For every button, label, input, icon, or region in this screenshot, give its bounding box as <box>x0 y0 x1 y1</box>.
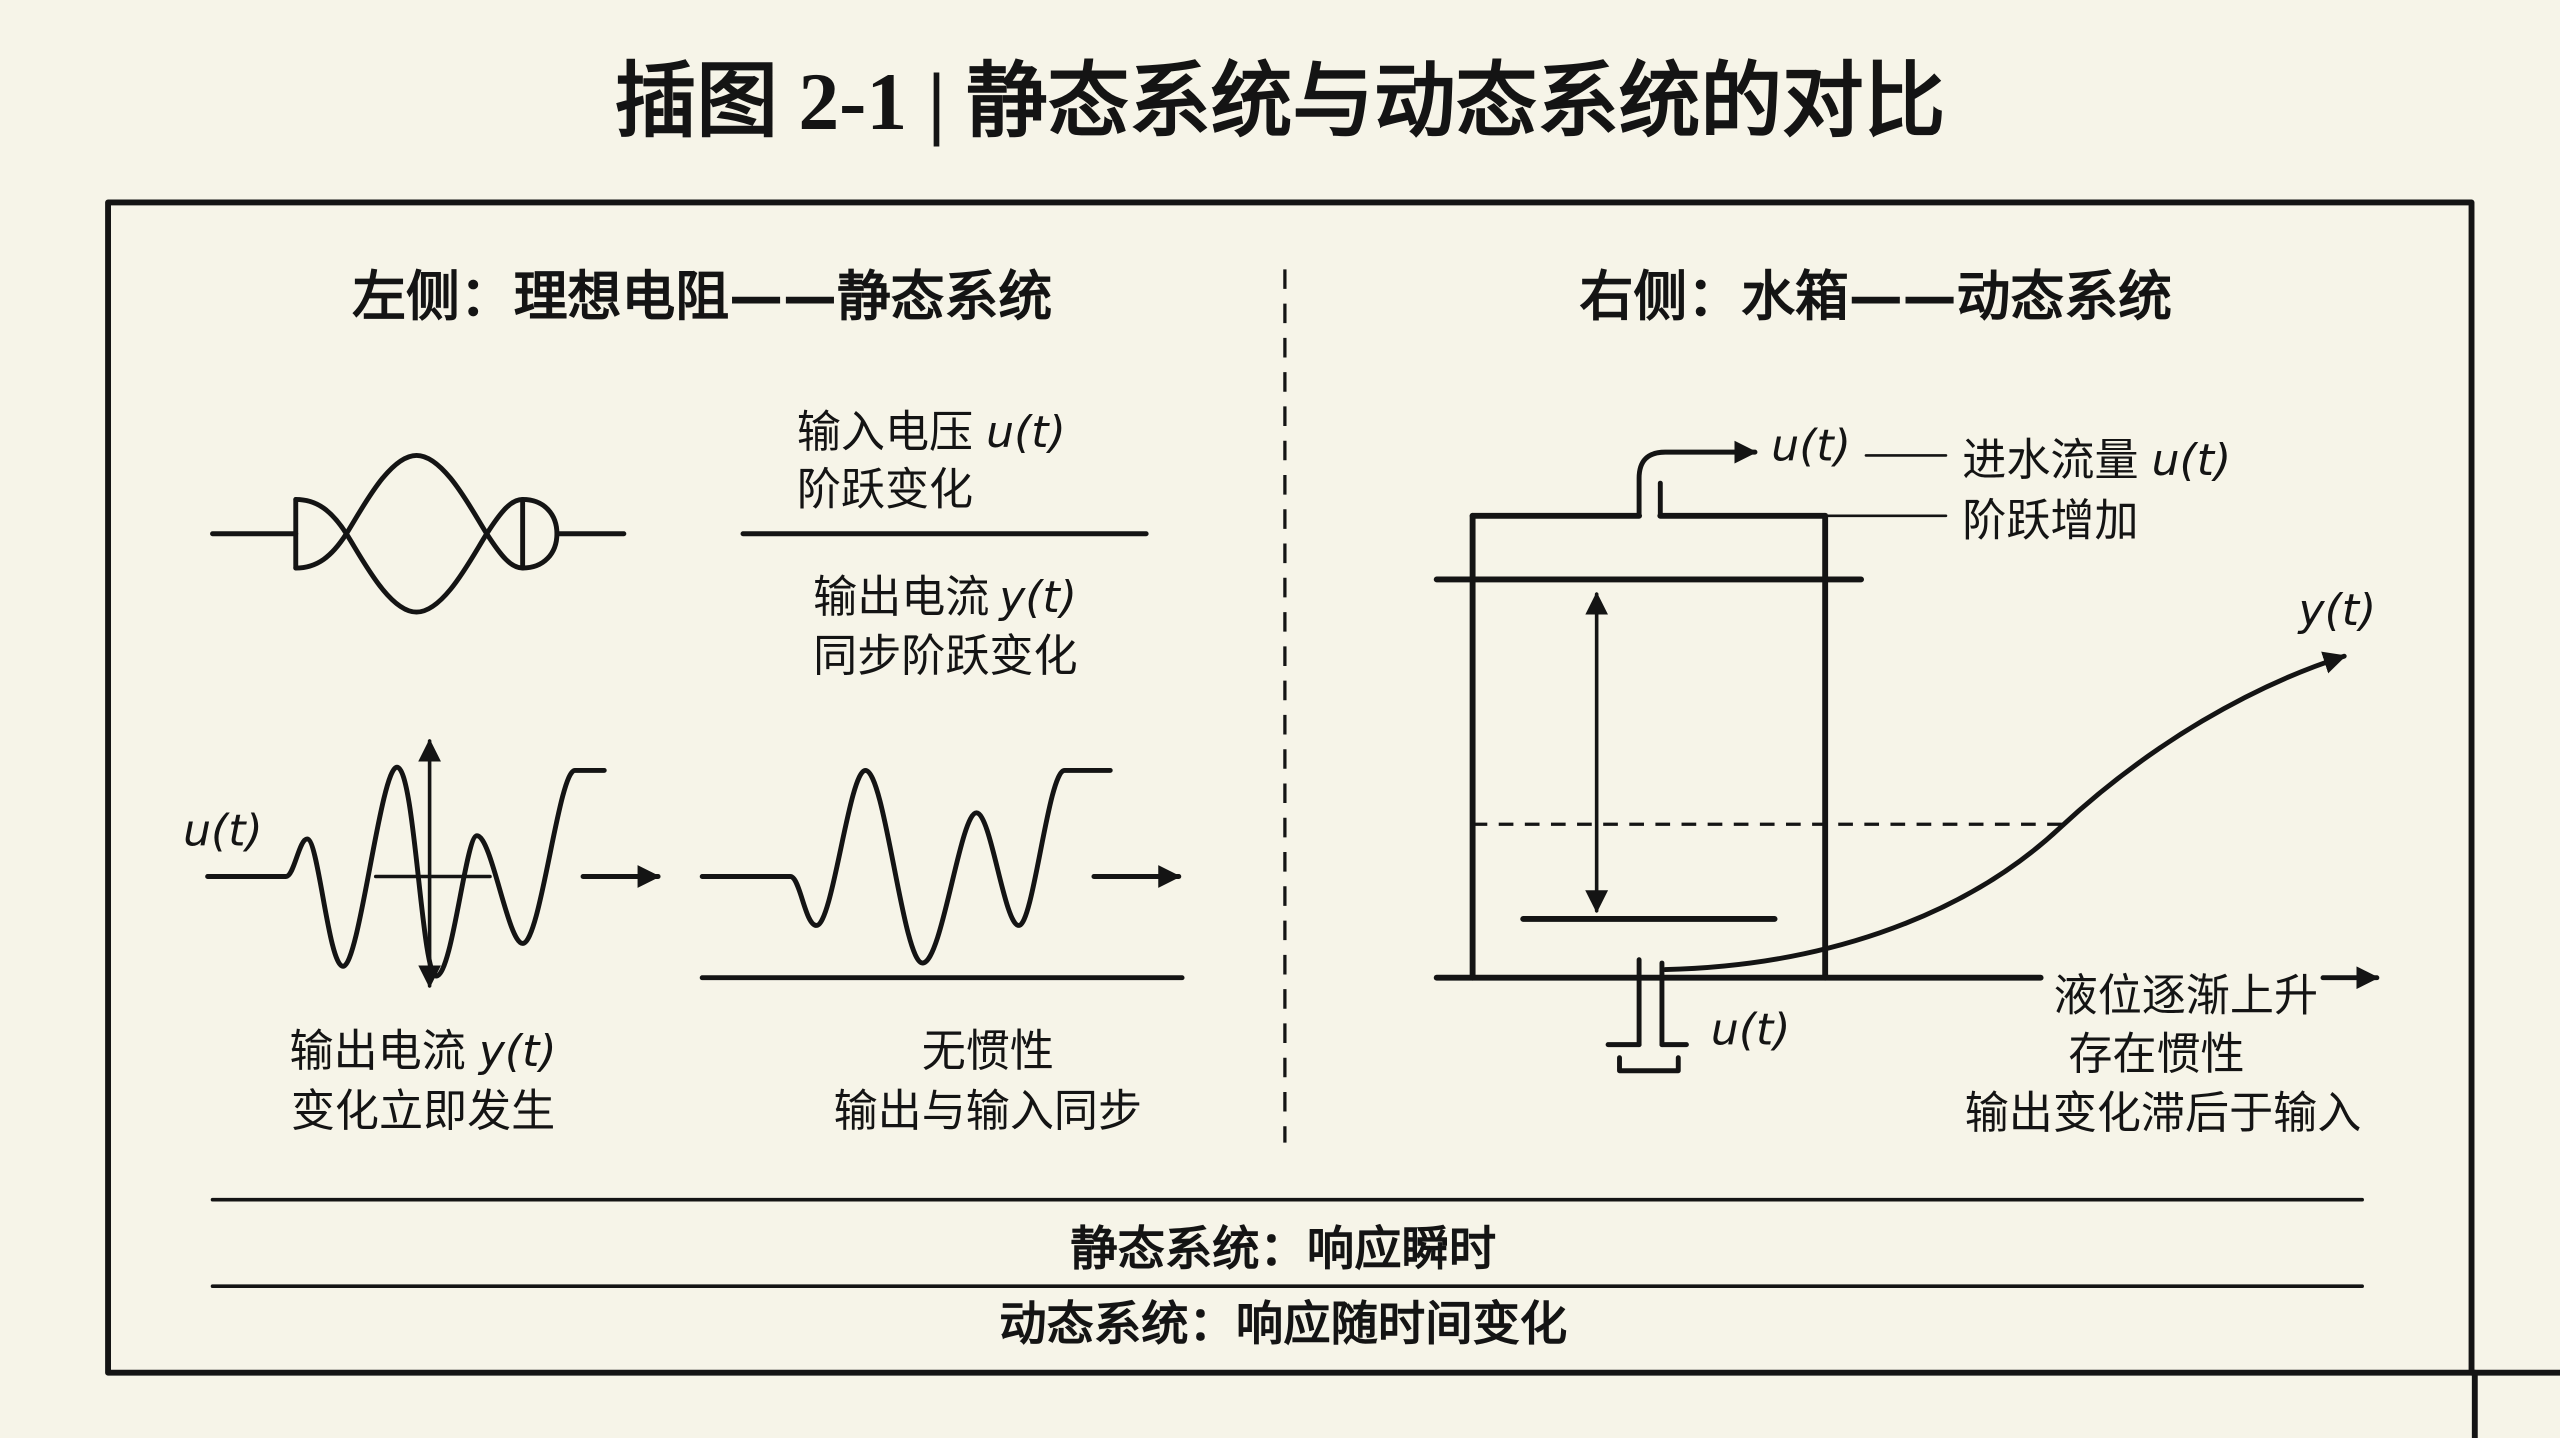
resistor-terminal-right <box>520 497 560 571</box>
inlet-pipe-arrow <box>1636 440 1758 519</box>
water-tank <box>1433 512 2044 981</box>
output-caption-text: 输出电流 <box>290 1026 466 1077</box>
output-caption-variable: y(t) <box>477 1026 557 1077</box>
level-curve-label: y(t) <box>2297 585 2377 636</box>
inflow-note: 进水流量 u(t) <box>1962 435 2231 486</box>
resistor-wave-a <box>293 497 526 615</box>
inertia-caption-line1: 无惯性 <box>922 1026 1054 1077</box>
output-current-text: 输出电流 <box>813 572 989 623</box>
level-note-line2: 存在惯性 <box>2068 1029 2244 1080</box>
input-wave-label: u(t) <box>183 805 263 856</box>
summary-dynamic: 动态系统：响应随时间变化 <box>999 1297 1567 1352</box>
input-voltage-detail: 阶跃变化 <box>797 464 973 515</box>
figure-frame <box>105 199 2475 1376</box>
outlet-cup <box>1617 1055 1681 1074</box>
input-voltage-text: 输入电压 <box>797 407 973 458</box>
input-waveform <box>205 764 607 979</box>
output-waveform <box>699 767 1113 966</box>
outlet-variable-label: u(t) <box>1711 1005 1791 1056</box>
inflow-note-detail: 阶跃增加 <box>1962 495 2138 546</box>
summary-static: 静态系统：响应瞬时 <box>1070 1222 1496 1277</box>
left-panel-heading: 左侧：理想电阻——静态系统 <box>352 265 1052 328</box>
output-current-variable: y(t) <box>997 572 1077 623</box>
inflow-note-variable: u(t) <box>2152 435 2232 486</box>
output-current-detail: 同步阶跃变化 <box>813 631 1077 682</box>
level-note-line1: 液位逐渐上升 <box>2054 970 2318 1021</box>
input-voltage-variable: u(t) <box>986 407 1066 458</box>
level-response-curve <box>1662 651 2347 972</box>
resistor-wave-b <box>293 452 526 571</box>
inlet-variable-label: u(t) <box>1771 420 1851 471</box>
resistor-symbol <box>210 452 627 615</box>
level-note-line3: 输出变化滞后于输入 <box>1965 1088 2362 1139</box>
figure-title: 插图 2-1 | 静态系统与动态系统的对比 <box>615 56 1946 147</box>
inertia-caption-line2: 输出与输入同步 <box>834 1086 1142 1137</box>
outlet-pipe <box>1605 957 1689 1074</box>
input-voltage-note: 输入电压 u(t) <box>797 407 1066 458</box>
right-panel-heading: 右侧：水箱——动态系统 <box>1580 265 2172 328</box>
output-caption-detail: 变化立即发生 <box>291 1086 555 1137</box>
inflow-note-text: 进水流量 <box>1962 435 2138 486</box>
